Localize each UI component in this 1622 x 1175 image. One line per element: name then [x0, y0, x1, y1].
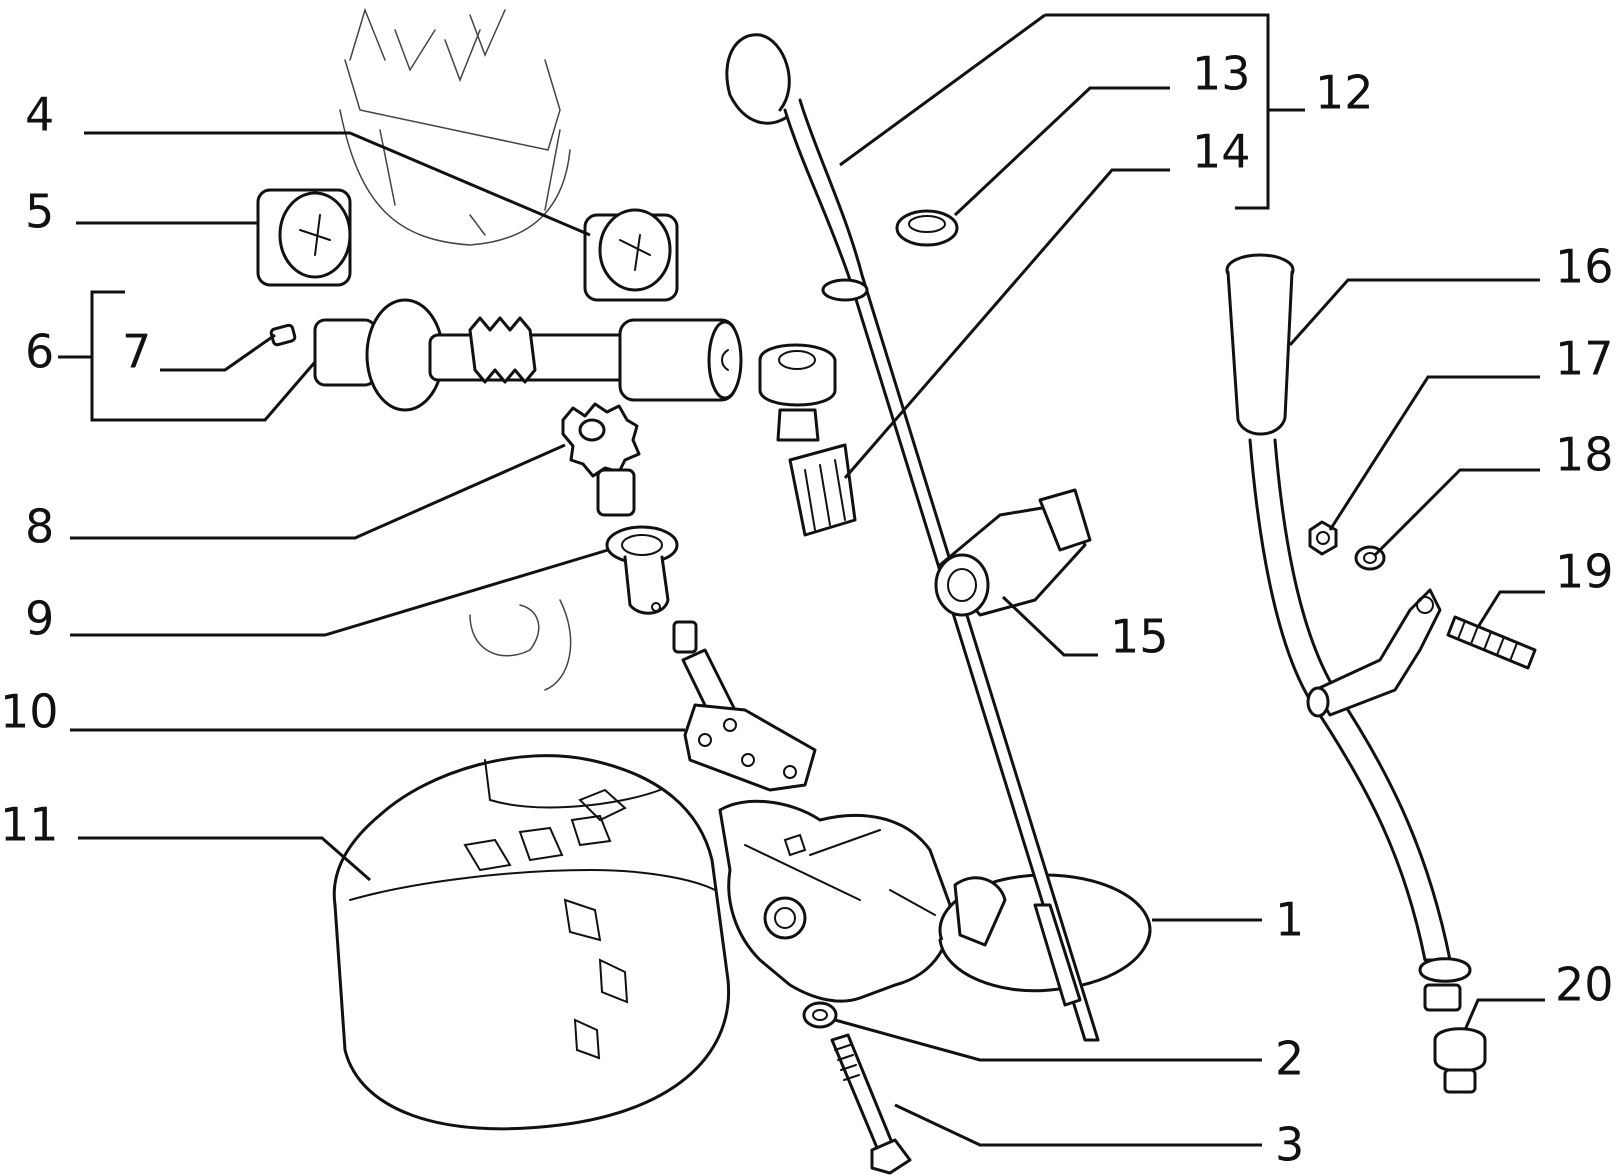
leader-3: [894, 1103, 1262, 1147]
callout-10: 10: [0, 685, 59, 739]
breather-plug-14: [758, 343, 857, 537]
leader-7: [160, 333, 276, 372]
callout-5: 5: [25, 185, 54, 239]
callout-8: 8: [25, 500, 54, 554]
leader-20: [1463, 998, 1545, 1031]
leader-4: [84, 131, 591, 237]
callout-18: 18: [1555, 428, 1614, 482]
drive-gear-8: [561, 402, 641, 517]
leader-17: [1328, 375, 1540, 531]
leader-14: [843, 168, 1170, 479]
leader-15: [1001, 595, 1098, 657]
callout-16: 16: [1555, 240, 1614, 294]
leader-12: [839, 13, 1046, 167]
leader-13: [953, 86, 1170, 217]
leader-16: [1288, 278, 1540, 346]
leader-lines: [58, 13, 1545, 1147]
bushing-9: [605, 525, 679, 615]
bushing-5: [256, 188, 352, 287]
bracket: [1306, 588, 1442, 718]
leader-11: [78, 836, 371, 882]
nut-17: [1308, 520, 1338, 556]
distributor-cap-ghost: [339, 7, 572, 691]
bushing-4: [583, 208, 679, 302]
leader-2: [834, 1018, 1262, 1062]
leader-6-bracket: [90, 290, 317, 422]
callout-6: 6: [25, 325, 54, 379]
callout-15: 15: [1110, 610, 1169, 664]
dipstick-tube-16: [1225, 253, 1472, 1012]
washer-13: [895, 209, 959, 247]
leader-18: [1373, 468, 1540, 557]
callout-4: 4: [25, 88, 54, 142]
bolt-3: [830, 1033, 912, 1175]
callout-12: 12: [1315, 66, 1374, 120]
washer-2: [802, 1001, 838, 1029]
oil-pump-body: [718, 799, 953, 1003]
callout-20: 20: [1555, 958, 1614, 1012]
callout-2: 2: [1275, 1032, 1304, 1086]
union-fitting-15: [934, 488, 1092, 617]
callout-3: 3: [1275, 1118, 1304, 1172]
leader-19: [1476, 590, 1545, 628]
callout-1: 1: [1275, 893, 1304, 947]
callout-labels: 1 2 3 4 5 6 7 8 9 10 11 12 13 14 15 16 1…: [0, 47, 1614, 1172]
callout-17: 17: [1555, 332, 1614, 386]
oil-filter-11: [332, 754, 731, 1131]
callout-7: 7: [122, 325, 151, 379]
callout-11: 11: [0, 798, 59, 852]
callout-19: 19: [1555, 545, 1614, 599]
leader-9: [70, 548, 609, 637]
leader-8: [70, 443, 566, 540]
leader-12-bracket: [1045, 13, 1270, 210]
callout-9: 9: [25, 592, 54, 646]
drive-shaft-6: [313, 298, 743, 412]
bolt-20: [1433, 1027, 1487, 1094]
stud-19: [1446, 615, 1537, 670]
callout-14: 14: [1192, 125, 1251, 179]
callout-13: 13: [1192, 47, 1251, 101]
pump-shaft-gasket-10: [672, 620, 817, 792]
